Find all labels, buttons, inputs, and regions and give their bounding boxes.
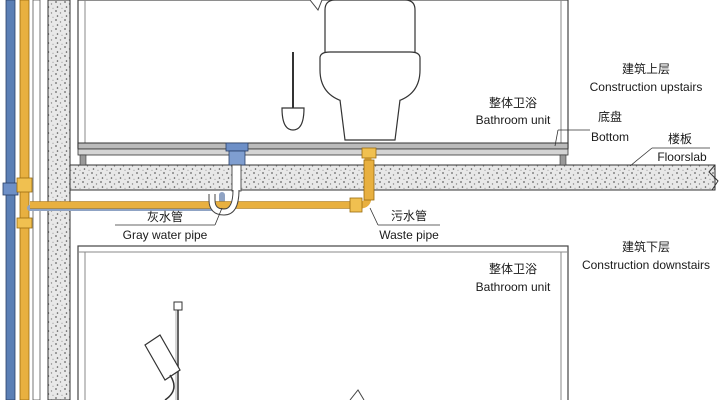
lower-bathroom-label-cn: 整体卫浴 xyxy=(489,261,537,276)
upper-bathroom-label-cn: 整体卫浴 xyxy=(489,95,537,110)
upstairs-label-en: Construction upstairs xyxy=(590,80,703,94)
shower-head-icon xyxy=(144,301,183,400)
toilet-brush-icon xyxy=(281,52,305,131)
yellow-riser-pipe xyxy=(19,0,30,400)
blue-riser-pipe xyxy=(5,0,16,400)
downstairs-label-cn: 建筑下层 xyxy=(622,239,670,254)
bottom-label-cn: 底盘 xyxy=(598,109,622,124)
waste-label-cn: 污水管 xyxy=(391,208,427,223)
bottom-tray xyxy=(77,142,569,150)
gray-water-label-cn: 灰水管 xyxy=(147,209,183,224)
floor-drain-icon xyxy=(208,142,249,216)
lower-bathroom-label-en: Bathroom unit xyxy=(476,280,551,294)
gray-riser-pipe xyxy=(32,0,41,400)
gray-water-label-en: Gray water pipe xyxy=(123,228,208,242)
floorslab-label-en: Floorslab xyxy=(657,150,707,164)
waste-label-en: Waste pipe xyxy=(379,228,439,242)
upstairs-label-cn: 建筑上层 xyxy=(622,61,670,76)
downstairs-label-en: Construction downstairs xyxy=(582,258,710,272)
bottom-label-en: Bottom xyxy=(591,130,629,144)
toilet-icon xyxy=(319,0,421,141)
floor-slab xyxy=(69,164,716,191)
floorslab-label-cn: 楼板 xyxy=(668,131,692,146)
lower-bathroom-unit xyxy=(77,245,569,400)
left-wall xyxy=(47,0,71,400)
upper-bathroom-label-en: Bathroom unit xyxy=(476,113,551,127)
